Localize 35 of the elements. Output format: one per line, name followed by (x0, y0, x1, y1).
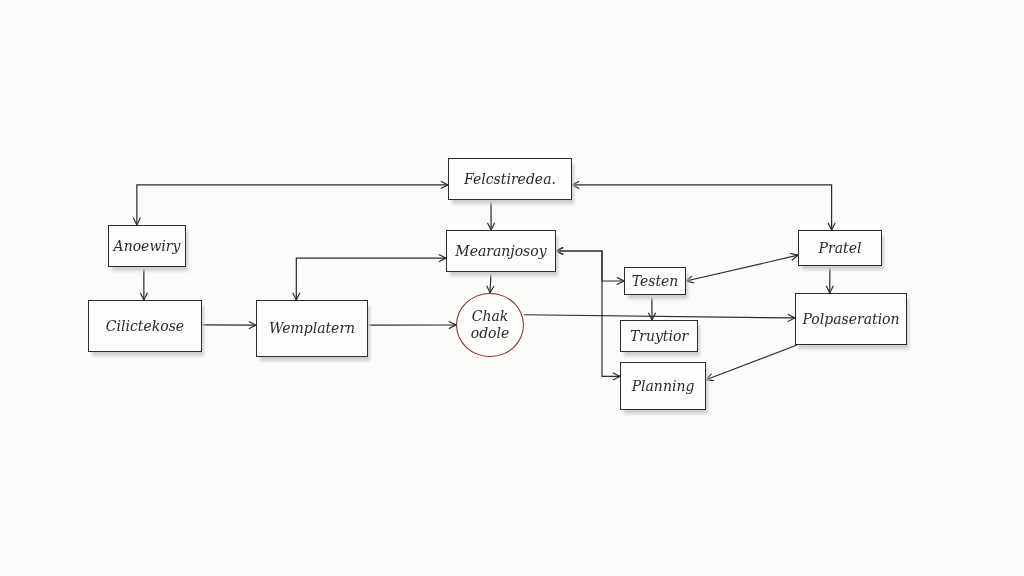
node-label: Anoewiry (111, 237, 182, 255)
arrow (486, 199, 496, 231)
node-label: Truytior (628, 327, 690, 345)
arrow (292, 253, 447, 301)
arrow (486, 271, 495, 294)
process-box (798, 230, 882, 266)
node-label: Mearanjosoy (454, 242, 548, 260)
process-box (108, 225, 186, 267)
process-box (88, 300, 202, 352)
arrow (132, 180, 449, 226)
node-label: Wemplatern (267, 320, 357, 337)
arrow (523, 313, 796, 323)
node-label: Testen (630, 272, 680, 290)
arrow (201, 320, 257, 330)
arrow (555, 246, 621, 381)
node-label: Chak odole (469, 308, 511, 342)
process-box (624, 267, 686, 295)
process-box (795, 293, 907, 345)
process-box (620, 362, 706, 410)
node-label: Polpaseration (801, 310, 901, 328)
arrow (571, 180, 836, 231)
process-box (256, 300, 368, 357)
process-box (448, 158, 572, 200)
arrow (705, 344, 798, 382)
arrow (647, 294, 657, 321)
node-label: Cilictekose (104, 317, 186, 335)
process-box (620, 320, 698, 352)
process-box (446, 230, 556, 272)
arrow (367, 320, 457, 330)
arrow (685, 252, 799, 284)
node-label: Pratel (817, 239, 863, 257)
arrow (139, 266, 149, 301)
arrow (825, 265, 834, 294)
node-label: Planning (630, 377, 696, 395)
node-label: Felcstiredea. (463, 170, 557, 188)
